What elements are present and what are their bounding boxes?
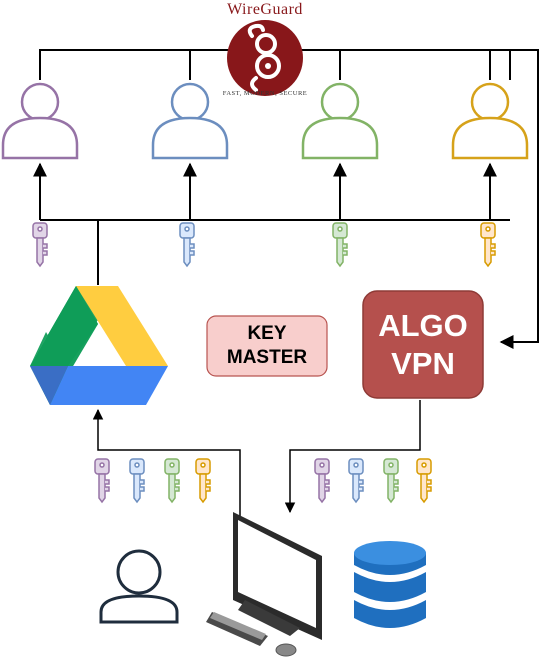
wireguard-brand-label: WireGuard bbox=[227, 1, 303, 18]
user-icon bbox=[151, 82, 229, 160]
algo-vpn-line2: VPN bbox=[391, 345, 455, 381]
algo-vpn-line1: ALGO bbox=[378, 307, 468, 343]
user-icon bbox=[451, 82, 529, 160]
key-icon bbox=[480, 222, 496, 267]
key-icon bbox=[416, 458, 432, 503]
algo-vpn-label: ALGO VPN bbox=[363, 291, 483, 398]
key-master-label: KEY MASTER bbox=[207, 316, 327, 376]
key-icon bbox=[195, 458, 211, 503]
admin-user-icon bbox=[99, 549, 179, 624]
wireguard-tagline: FAST, MODERN, SECURE bbox=[222, 89, 308, 97]
key-icon bbox=[383, 458, 399, 503]
key-master-line1: KEY bbox=[247, 323, 287, 344]
key-icon bbox=[179, 222, 195, 267]
key-master-line2: MASTER bbox=[226, 347, 308, 368]
algo-vpn-box bbox=[362, 290, 484, 399]
key-icon bbox=[348, 458, 364, 503]
database-icon bbox=[354, 541, 426, 628]
key-icon bbox=[129, 458, 145, 503]
key-icon bbox=[94, 458, 110, 503]
user-icon bbox=[1, 82, 79, 160]
key-icon bbox=[314, 458, 330, 503]
key-distribution-lines bbox=[33, 162, 510, 285]
key-master-box bbox=[206, 315, 328, 377]
key-icon bbox=[332, 222, 348, 267]
computer-icon bbox=[206, 512, 322, 657]
bottom-connections bbox=[92, 400, 421, 518]
user-icon bbox=[301, 82, 379, 160]
wireguard-logo-icon bbox=[227, 20, 303, 96]
google-drive-icon bbox=[30, 286, 168, 405]
key-icon bbox=[164, 458, 180, 503]
key-icon bbox=[32, 222, 48, 267]
